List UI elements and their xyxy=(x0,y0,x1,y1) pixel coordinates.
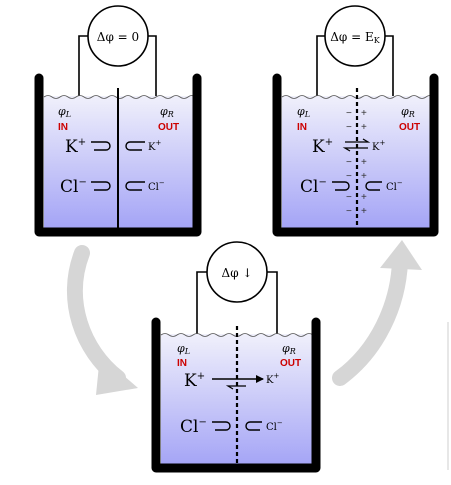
wire-left xyxy=(78,35,88,118)
in-label: IN xyxy=(177,358,187,369)
phi-right: φR xyxy=(160,105,174,119)
k-ion-right: K+ xyxy=(266,372,279,386)
phi-left: φL xyxy=(297,105,310,119)
in-label: IN xyxy=(297,122,307,133)
k-ion-right: K+ xyxy=(372,139,385,153)
beaker-depolarizing: Δφ ↓ φL IN φR OUT K+ K+ Cl− Cl− xyxy=(151,241,321,473)
cycle-arrow-left xyxy=(67,245,138,395)
return-arrow-icon xyxy=(125,181,145,191)
k-ion-left: K+ xyxy=(65,137,86,157)
charge-plus-column: + + + + + + xyxy=(361,108,367,217)
minus-sign: − xyxy=(346,192,352,203)
plus-sign: + xyxy=(361,108,367,119)
k-ion-right: K+ xyxy=(148,139,161,153)
wire-right xyxy=(148,35,157,118)
cl-ion-left: Cl− xyxy=(180,417,207,437)
voltmeter-label: Δφ = 0 xyxy=(97,30,139,44)
beaker-nernst-potential: Δφ = EK φL IN φR OUT − − − − − − + + + +… xyxy=(272,5,439,237)
plus-sign: + xyxy=(361,171,367,182)
minus-sign: − xyxy=(346,206,352,217)
plus-sign: + xyxy=(361,192,367,203)
out-label: OUT xyxy=(158,122,179,133)
k-ion-left: K+ xyxy=(312,137,333,157)
cl-ion-left: Cl− xyxy=(300,177,327,197)
phi-left: φL xyxy=(177,342,190,356)
voltmeter-label: Δφ = EK xyxy=(330,30,381,45)
beaker-wall xyxy=(272,73,439,237)
phi-left: φL xyxy=(58,105,71,119)
beaker-wall xyxy=(151,317,321,473)
cycle-arrow-right xyxy=(332,240,422,386)
charge-minus-column: − − − − − − xyxy=(346,108,352,217)
wire-left xyxy=(316,35,325,118)
minus-sign: − xyxy=(346,122,352,133)
return-arrow-icon xyxy=(365,181,382,191)
curved-arrow-icon xyxy=(332,254,408,386)
minus-sign: − xyxy=(346,157,352,168)
wire-right xyxy=(267,271,278,350)
wire-left xyxy=(196,271,207,350)
wire-right xyxy=(385,35,394,118)
in-label: IN xyxy=(58,122,68,133)
cl-ion-right: Cl− xyxy=(148,179,165,193)
out-label: OUT xyxy=(280,358,301,369)
plus-sign: + xyxy=(361,122,367,133)
equilibrium-arrow-icon xyxy=(342,147,368,152)
return-arrow-icon xyxy=(125,141,145,151)
beaker-equilibrium: Δφ = 0 φL IN φR OUT K+ K+ Cl− Cl− xyxy=(34,5,202,237)
beaker-wall xyxy=(34,73,202,237)
plus-sign: + xyxy=(361,157,367,168)
voltmeter-label: Δφ ↓ xyxy=(222,266,253,280)
minus-sign: − xyxy=(346,108,352,119)
equilibrium-arrow-icon xyxy=(345,138,371,143)
curved-arrow-icon xyxy=(67,245,126,386)
cl-ion-right: Cl− xyxy=(266,419,283,433)
return-arrow-icon xyxy=(212,421,231,431)
phi-right: φR xyxy=(401,105,415,119)
return-arrow-icon xyxy=(332,181,350,191)
arrow-head-icon xyxy=(380,240,422,270)
return-arrow-icon xyxy=(245,421,262,431)
cl-ion-left: Cl− xyxy=(60,177,87,197)
minus-sign: − xyxy=(346,171,352,182)
plus-sign: + xyxy=(361,206,367,217)
k-ion-left: K+ xyxy=(184,371,205,391)
arrow-head-icon xyxy=(96,355,138,395)
water-surface xyxy=(43,95,195,99)
out-label: OUT xyxy=(399,122,420,133)
phi-right: φR xyxy=(282,342,296,356)
cl-ion-right: Cl− xyxy=(386,179,403,193)
return-arrow-icon xyxy=(91,141,111,151)
return-arrow-icon xyxy=(91,181,111,191)
back-flux-arrow-icon xyxy=(225,385,246,390)
